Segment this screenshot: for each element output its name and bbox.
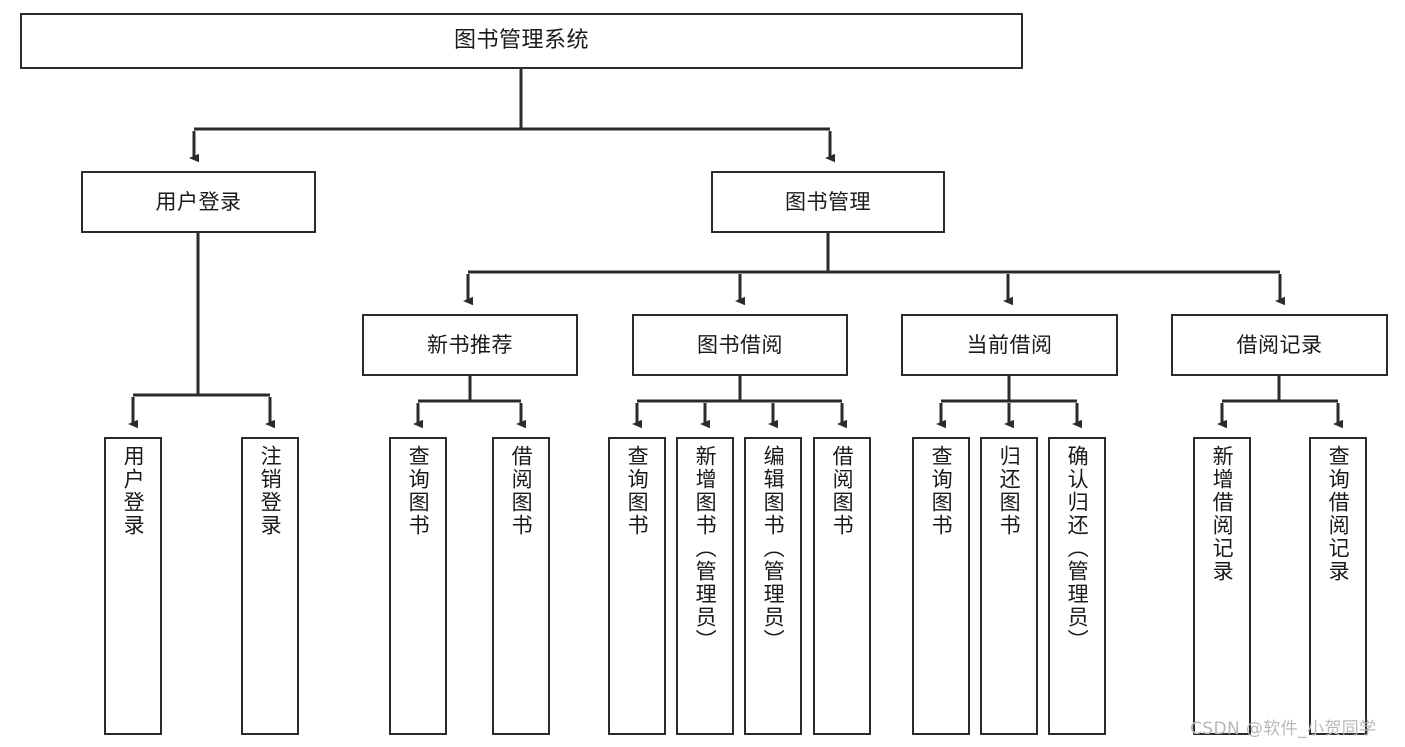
node-book-management[interactable]: 图书管理 [711, 171, 945, 233]
leaf-add-book-admin[interactable]: 新增图书（管理员） [676, 437, 734, 735]
node-label: 新增借阅记录 [1210, 445, 1235, 583]
node-label: 新书推荐 [427, 332, 513, 357]
leaf-query-books-current[interactable]: 查询图书 [912, 437, 970, 735]
node-label: 借阅记录 [1236, 332, 1323, 357]
leaf-borrow-books[interactable]: 借阅图书 [813, 437, 871, 735]
node-new-book-recommendation[interactable]: 新书推荐 [362, 314, 578, 376]
node-label: 用户登录 [155, 189, 242, 214]
node-label: 注销登录 [258, 445, 283, 537]
node-current-borrowing[interactable]: 当前借阅 [901, 314, 1118, 376]
node-user-login[interactable]: 用户登录 [81, 171, 316, 233]
leaf-edit-book-admin[interactable]: 编辑图书（管理员） [744, 437, 802, 735]
node-label: 查询图书 [929, 445, 954, 537]
watermark-text: CSDN @软件_小贺同学 [1190, 719, 1377, 739]
node-label: 新增图书（管理员） [693, 445, 718, 652]
node-label: 确认归还（管理员） [1065, 445, 1090, 652]
node-label: 图书管理 [785, 189, 871, 214]
leaf-confirm-return-admin[interactable]: 确认归还（管理员） [1048, 437, 1106, 735]
leaf-return-books[interactable]: 归还图书 [980, 437, 1038, 735]
node-label: 编辑图书（管理员） [761, 445, 786, 652]
node-label: 归还图书 [997, 445, 1022, 537]
node-label: 借阅图书 [830, 445, 855, 537]
node-root-system[interactable]: 图书管理系统 [20, 13, 1023, 69]
leaf-borrow-books-recommendation[interactable]: 借阅图书 [492, 437, 550, 735]
node-label: 图书借阅 [697, 332, 783, 357]
node-label: 图书管理系统 [453, 28, 589, 54]
leaf-user-login[interactable]: 用户登录 [104, 437, 162, 735]
node-label: 借阅图书 [509, 445, 534, 537]
node-borrowing-records[interactable]: 借阅记录 [1171, 314, 1388, 376]
leaf-query-books-recommendation[interactable]: 查询图书 [389, 437, 447, 735]
leaf-logout[interactable]: 注销登录 [241, 437, 299, 735]
node-label: 当前借阅 [966, 332, 1053, 357]
node-book-borrowing[interactable]: 图书借阅 [632, 314, 848, 376]
node-label: 查询借阅记录 [1326, 445, 1351, 583]
leaf-query-books-borrowing[interactable]: 查询图书 [608, 437, 666, 735]
node-label: 用户登录 [121, 445, 146, 537]
leaf-add-borrow-record[interactable]: 新增借阅记录 [1193, 437, 1251, 735]
node-label: 查询图书 [625, 445, 650, 537]
node-label: 查询图书 [406, 445, 431, 537]
leaf-query-borrow-record[interactable]: 查询借阅记录 [1309, 437, 1367, 735]
